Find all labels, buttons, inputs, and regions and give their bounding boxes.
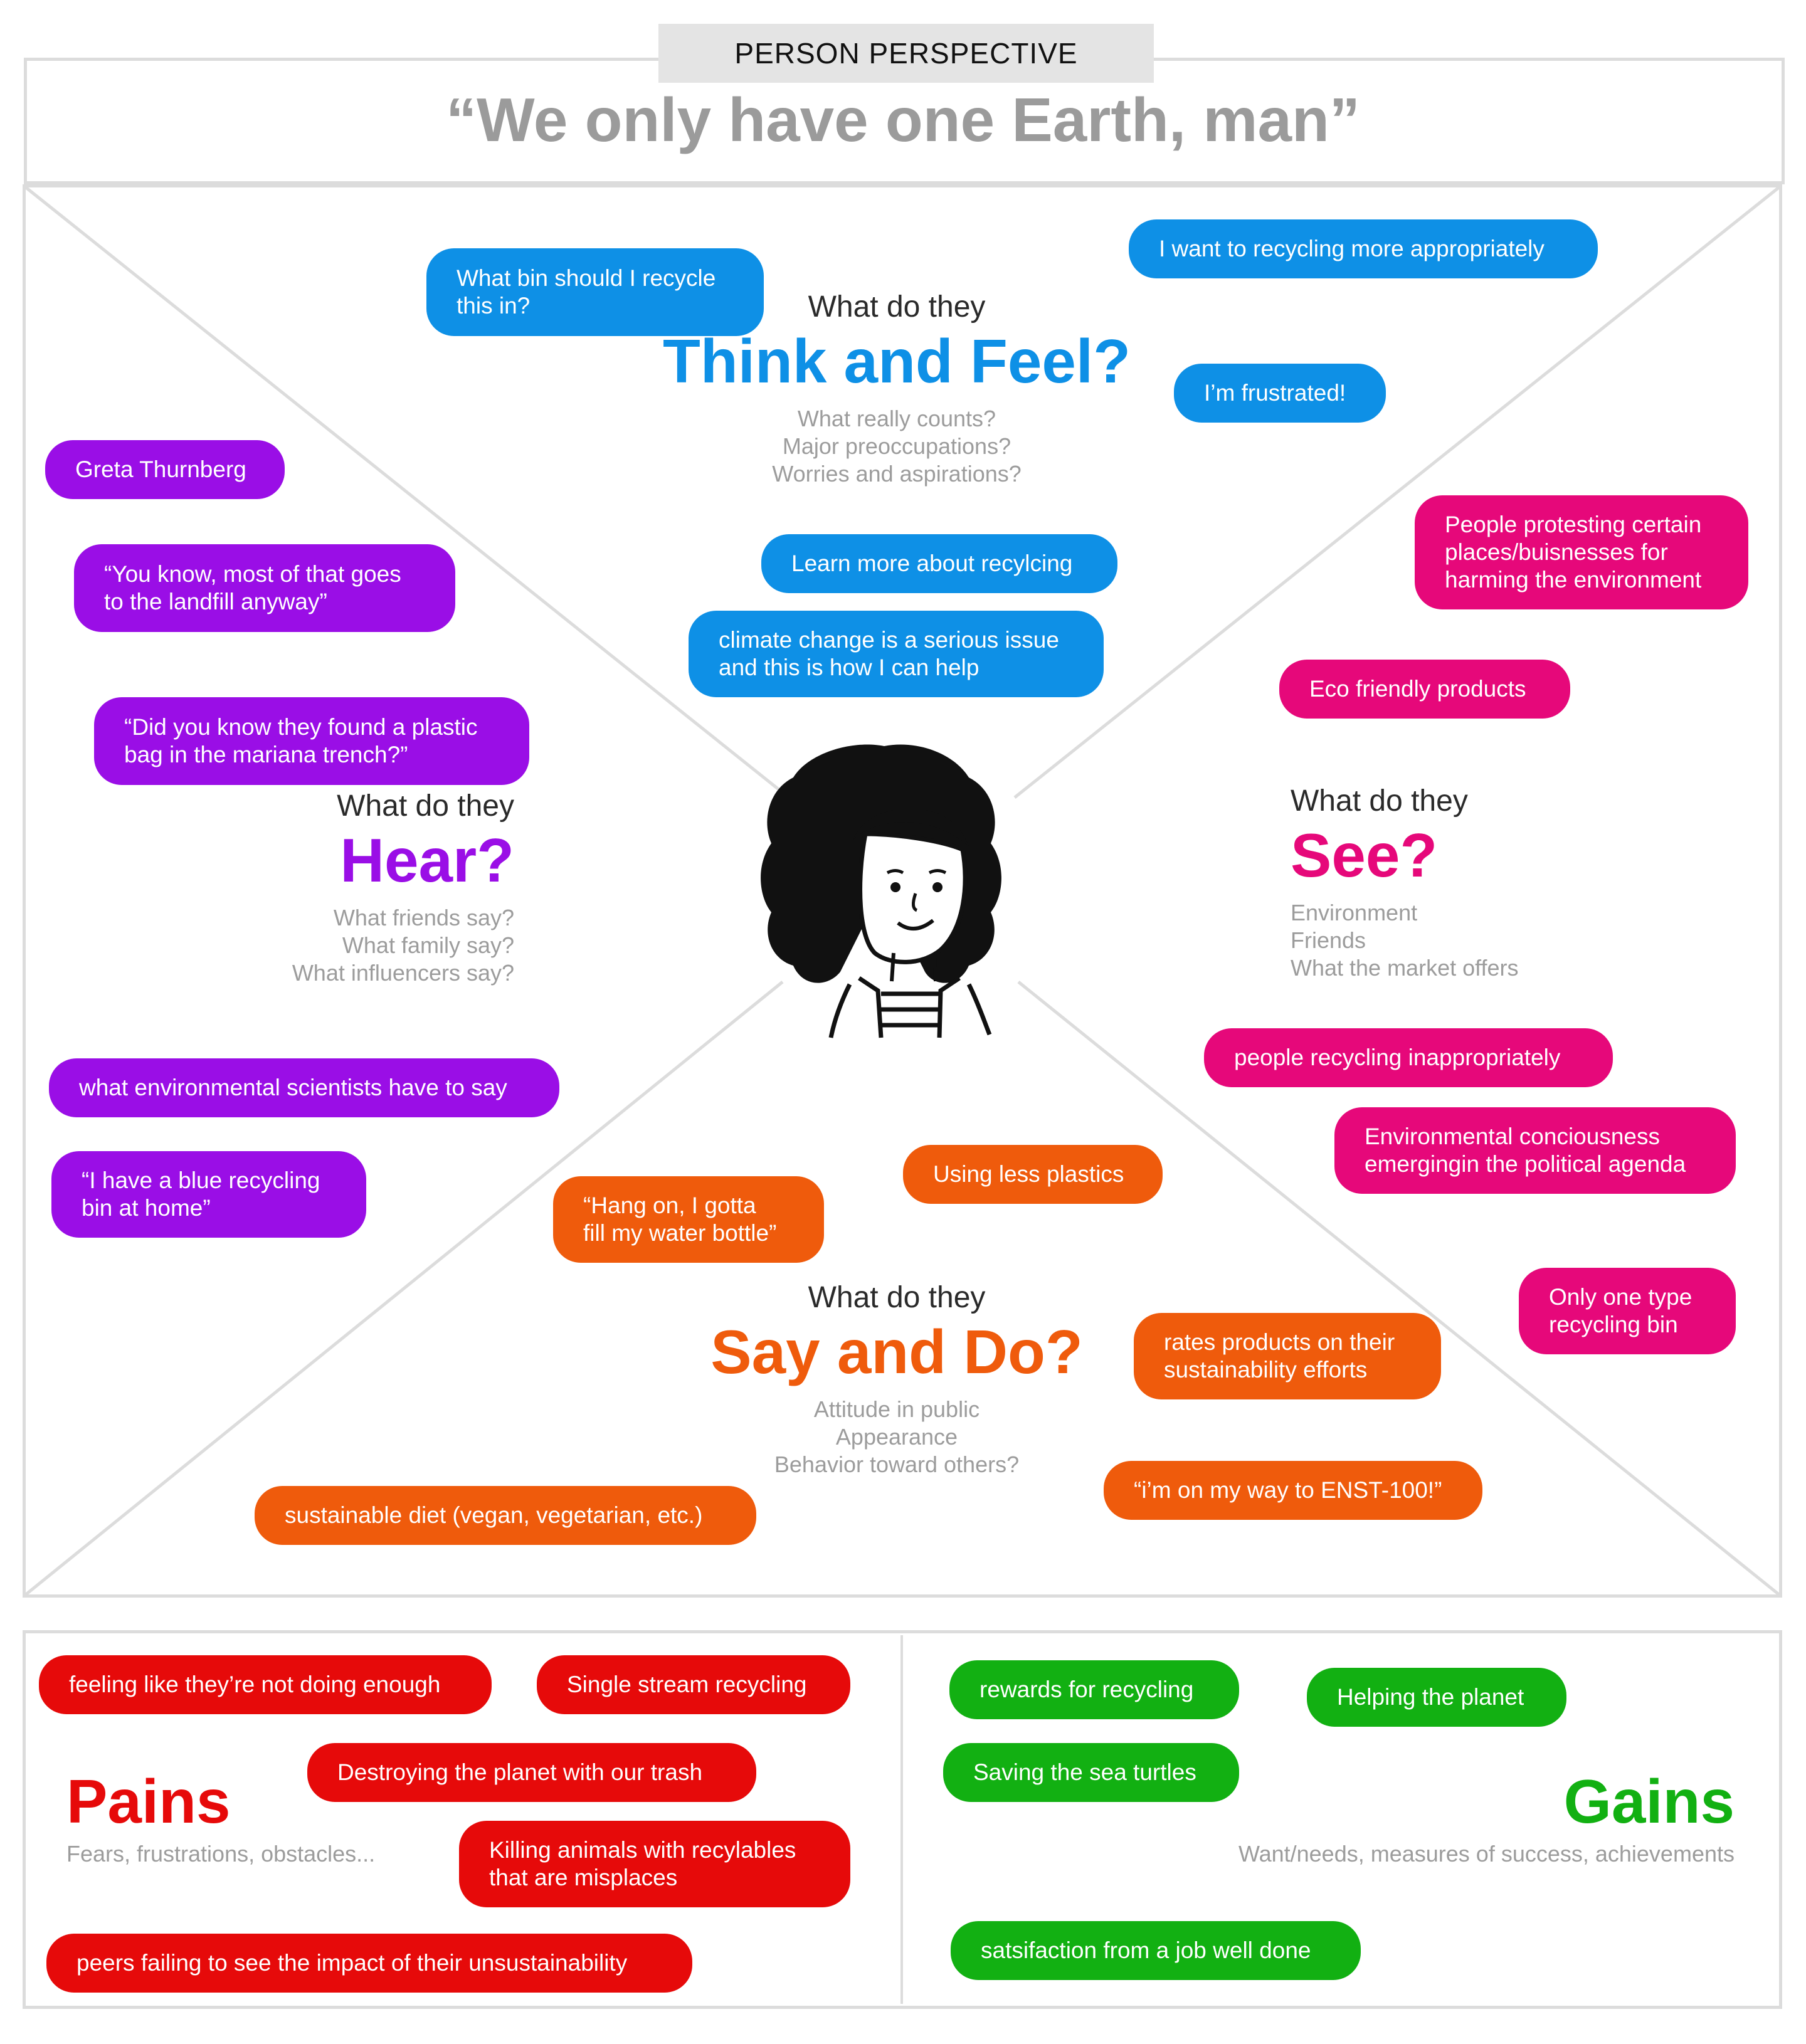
see-prompts: Environment Friends What the market offe… (1291, 899, 1667, 982)
hear-prompts: What friends say? What family say? What … (188, 904, 514, 987)
prompt: Appearance (835, 1423, 958, 1450)
person-perspective-tab: PERSON PERSPECTIVE (658, 24, 1154, 83)
see-title: See? (1291, 821, 1438, 890)
gain-note[interactable]: rewards for recycling (949, 1660, 1239, 1719)
hear-heading: What do they Hear? What friends say? Wha… (188, 789, 514, 987)
see-heading: What do they See? Environment Friends Wh… (1291, 784, 1667, 982)
hear-note[interactable]: “Did you know they found a plastic bag i… (94, 697, 529, 785)
see-note[interactable]: people recycling inappropriately (1204, 1028, 1613, 1087)
pains-gains-frame (23, 1630, 1782, 2009)
say-do-prompts: Attitude in public Appearance Behavior t… (646, 1396, 1148, 1478)
prompt: Worries and aspirations? (772, 460, 1022, 487)
prompt: Major preoccupations? (782, 433, 1011, 459)
pain-note[interactable]: Killing animals with recylables that are… (459, 1821, 850, 1907)
gain-note[interactable]: Saving the sea turtles (943, 1743, 1239, 1802)
gains-subtitle: Want/needs, measures of success, achieve… (1238, 1840, 1735, 1867)
see-note[interactable]: Eco friendly products (1279, 660, 1570, 719)
think-feel-note[interactable]: I’m frustrated! (1174, 364, 1386, 423)
hear-prefix: What do they (337, 789, 514, 823)
see-note[interactable]: Only one type recycling bin (1519, 1268, 1736, 1354)
say-do-note[interactable]: Using less plastics (903, 1145, 1163, 1204)
think-feel-prefix: What do they (808, 290, 986, 324)
hear-note[interactable]: what environmental scientists have to sa… (49, 1058, 559, 1117)
think-feel-note[interactable]: Learn more about recylcing (761, 534, 1117, 593)
think-feel-title: Think and Feel? (663, 327, 1131, 396)
pains-heading: Pains Fears, frustrations, obstacles... (66, 1769, 505, 1868)
say-do-heading: What do they Say and Do? Attitude in pub… (646, 1280, 1148, 1478)
woman-with-curly-hair-icon (752, 740, 1016, 1041)
think-feel-note[interactable]: climate change is a serious issue and th… (689, 611, 1104, 697)
see-note[interactable]: Environmental conciousness emergingin th… (1334, 1107, 1736, 1194)
prompt: Environment (1291, 899, 1418, 925)
empathy-map-frame (23, 184, 1782, 1598)
say-do-note[interactable]: rates products on their sustainability e… (1134, 1313, 1441, 1399)
prompt: What family say? (342, 932, 514, 958)
prompt: What friends say? (333, 904, 514, 930)
say-do-title: Say and Do? (710, 1317, 1083, 1386)
prompt: What really counts? (797, 405, 996, 431)
gains-heading: Gains Want/needs, measures of success, a… (1191, 1769, 1735, 1868)
pain-note[interactable]: feeling like they’re not doing enough (39, 1655, 492, 1714)
pains-subtitle: Fears, frustrations, obstacles... (66, 1840, 376, 1867)
prompt: Friends (1291, 927, 1366, 953)
gains-title: Gains (1563, 1767, 1735, 1836)
gain-note[interactable]: satsifaction from a job well done (951, 1921, 1361, 1980)
pains-title: Pains (66, 1767, 231, 1836)
pain-note[interactable]: Single stream recycling (537, 1655, 850, 1714)
hear-note[interactable]: “You know, most of that goes to the land… (74, 544, 455, 632)
prompt: Attitude in public (813, 1396, 980, 1422)
think-feel-prompts: What really counts? Major preoccupations… (646, 405, 1148, 488)
persona-quote: “We only have one Earth, man” (446, 85, 1360, 154)
say-do-note[interactable]: sustainable diet (vegan, vegetarian, etc… (255, 1486, 756, 1545)
prompt: What the market offers (1291, 954, 1519, 981)
pain-note[interactable]: peers failing to see the impact of their… (46, 1934, 692, 1993)
gain-note[interactable]: Helping the planet (1307, 1668, 1566, 1727)
think-feel-note[interactable]: What bin should I recycle this in? (426, 248, 764, 336)
think-feel-note[interactable]: I want to recycling more appropriately (1129, 219, 1598, 278)
prompt: What influencers say? (292, 959, 514, 986)
hear-title: Hear? (340, 826, 514, 895)
see-prefix: What do they (1291, 784, 1468, 818)
prompt: Behavior toward others? (774, 1451, 1020, 1477)
say-do-prefix: What do they (808, 1281, 986, 1314)
see-note[interactable]: People protesting certain places/buisnes… (1415, 495, 1748, 609)
pains-gains-divider (900, 1635, 903, 2004)
hear-note[interactable]: Greta Thurnberg (45, 440, 285, 499)
say-do-note[interactable]: “Hang on, I gotta fill my water bottle” (553, 1176, 824, 1263)
pain-note[interactable]: Destroying the planet with our trash (307, 1743, 756, 1802)
hear-note[interactable]: “I have a blue recycling bin at home” (51, 1151, 366, 1238)
say-do-note[interactable]: “i’m on my way to ENST-100!” (1104, 1461, 1482, 1520)
